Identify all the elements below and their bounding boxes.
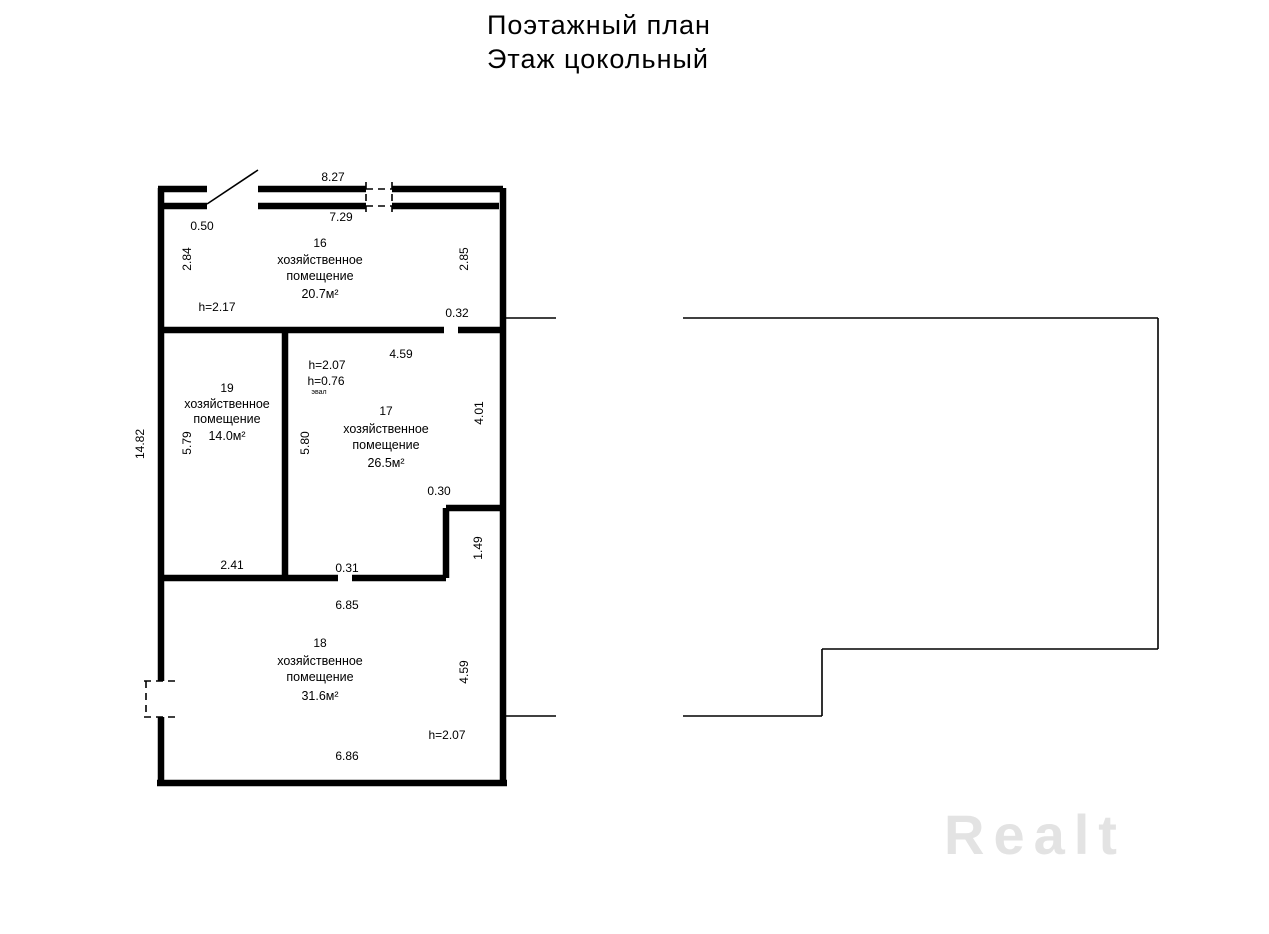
- dim-mid-opening: 0.31: [335, 561, 359, 575]
- room-19-area: 14.0м²: [208, 429, 245, 443]
- room-18-name-line1: хозяйственное: [277, 654, 363, 668]
- dim-top-outer: 8.27: [321, 170, 345, 184]
- dim-notch-opening: 0.30: [427, 484, 451, 498]
- room-16-name-line2: помещение: [286, 269, 353, 283]
- realt-watermark-logo: Realt: [944, 803, 1126, 866]
- room-17-area: 26.5м²: [367, 456, 404, 470]
- room-17-small-note: эвал: [311, 389, 326, 396]
- room-16-ceiling-height: h=2.17: [198, 300, 235, 314]
- dim-right-opening: 0.32: [445, 306, 469, 320]
- room-18-area: 31.6м²: [301, 689, 338, 703]
- dimension-labels: 8.27 7.29 0.50 0.32 4.59 2.41 0.31 0.30 …: [133, 170, 486, 763]
- dim-top-inner: 7.29: [329, 210, 353, 224]
- dim-notch-height: 1.49: [471, 536, 485, 560]
- room-16-number: 16: [313, 236, 327, 250]
- room-16-name-line1: хозяйственное: [277, 253, 363, 267]
- room-17-ceiling-height: h=2.07: [308, 358, 345, 372]
- dim-room16-right-height: 2.85: [457, 247, 471, 271]
- room-17-name-line2: помещение: [352, 438, 419, 452]
- room-17-number: 17: [379, 404, 393, 418]
- room-17-name-line1: хозяйственное: [343, 422, 429, 436]
- room-19-number: 19: [220, 381, 234, 395]
- dim-room16-left-height: 2.84: [180, 247, 194, 271]
- plan-title: Поэтажный план Этаж цокольный: [487, 8, 711, 76]
- plan-title-line1: Поэтажный план: [487, 10, 711, 40]
- dim-room19-left-height: 5.79: [180, 431, 194, 455]
- room-17-labels: h=2.07 h=0.76 эвал 17 хозяйственное поме…: [307, 358, 428, 470]
- adjacent-outline-bottom: [503, 648, 1158, 717]
- walls: [157, 185, 507, 787]
- room-16-labels: 16 хозяйственное помещение 20.7м² h=2.17: [198, 236, 362, 314]
- room-18-labels: 18 хозяйственное помещение 31.6м² h=2.07: [277, 636, 466, 742]
- dim-overall-height: 14.82: [133, 429, 147, 459]
- room-19-name-line1: хозяйственное: [184, 397, 270, 411]
- room-18-ceiling-height: h=2.07: [428, 728, 465, 742]
- dashed-opening-top: [365, 182, 393, 212]
- dim-room17-width-top: 4.59: [389, 347, 413, 361]
- dim-room19-width-bottom: 2.41: [220, 558, 244, 572]
- room-18-number: 18: [313, 636, 327, 650]
- wall-alcove: [442, 504, 503, 578]
- room-17-secondary-height: h=0.76: [307, 374, 344, 388]
- room-19-name-line2: помещение: [193, 412, 260, 426]
- dim-room17-left-height: 5.80: [298, 431, 312, 455]
- room-16-area: 20.7м²: [301, 287, 338, 301]
- dashed-openings: [144, 182, 393, 718]
- dim-entry-jamb: 0.50: [190, 219, 214, 233]
- dim-room18-width-bottom: 6.86: [335, 749, 359, 763]
- thin-lines: [206, 169, 1159, 717]
- door-swing-line: [206, 169, 259, 205]
- room-19-labels: 19 хозяйственное помещение 14.0м²: [184, 381, 270, 443]
- room-18-name-line2: помещение: [286, 670, 353, 684]
- dim-room17-right-height: 4.01: [472, 401, 486, 425]
- plan-title-line2: Этаж цокольный: [487, 44, 709, 74]
- dim-room18-right-height: 4.59: [457, 660, 471, 684]
- dim-room18-width-top: 6.85: [335, 598, 359, 612]
- dashed-opening-left: [144, 680, 176, 718]
